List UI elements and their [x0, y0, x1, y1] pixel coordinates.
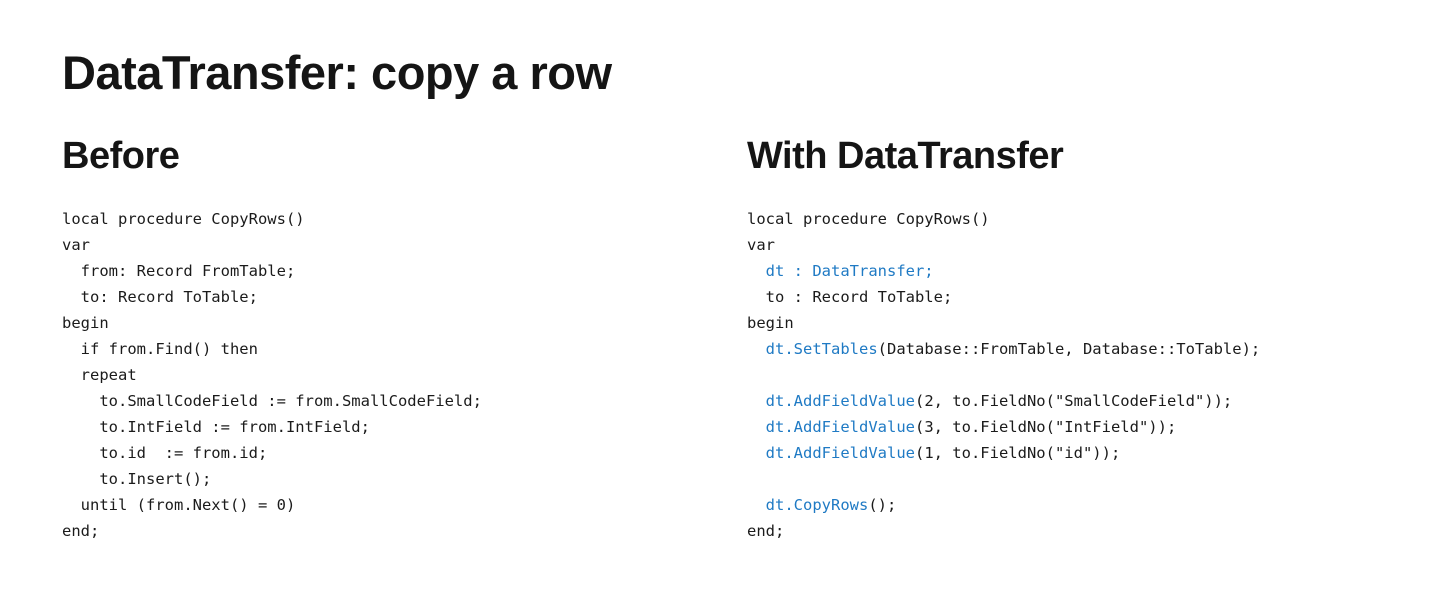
- code-line: to.Insert();: [62, 470, 212, 488]
- code-line: [747, 362, 1407, 388]
- code-line: if from.Find() then: [62, 340, 258, 358]
- slide-title: DataTransfer: copy a row: [62, 46, 612, 100]
- code-line: begin: [62, 314, 109, 332]
- code-line: to: Record ToTable;: [62, 288, 258, 306]
- code-line: to.id := from.id;: [62, 444, 268, 462]
- code-line: repeat: [62, 366, 137, 384]
- code-line: to.IntField := from.IntField;: [62, 418, 370, 436]
- code-line: dt : DataTransfer;: [765, 262, 934, 280]
- code-line: begin: [747, 314, 794, 332]
- code-line: var: [62, 236, 90, 254]
- code-line: local procedure CopyRows(): [747, 210, 990, 228]
- code-line: [747, 466, 1407, 492]
- code-line: to.SmallCodeField := from.SmallCodeField…: [62, 392, 482, 410]
- before-heading: Before: [62, 135, 180, 177]
- code-line: to : Record ToTable;: [747, 288, 953, 306]
- code-line: var: [747, 236, 775, 254]
- code-line: dt.AddFieldValue(3, to.FieldNo("IntField…: [765, 418, 1177, 436]
- before-code-block: local procedure CopyRows() var from: Reco…: [62, 206, 722, 544]
- code-line: until (from.Next() = 0): [62, 496, 296, 514]
- code-line: dt.SetTables(Database::FromTable, Databa…: [765, 340, 1261, 358]
- code-line: end;: [62, 522, 100, 540]
- code-line: dt.AddFieldValue(1, to.FieldNo("id"));: [765, 444, 1121, 462]
- before-column: Before local procedure CopyRows() var fro…: [62, 130, 722, 544]
- code-line: from: Record FromTable;: [62, 262, 296, 280]
- with-datatransfer-column: With DataTransfer local procedure CopyRo…: [747, 130, 1407, 544]
- with-datatransfer-heading: With DataTransfer: [747, 135, 1064, 177]
- code-line: dt.CopyRows();: [765, 496, 897, 514]
- code-line: end;: [747, 522, 785, 540]
- code-line: dt.AddFieldValue(2, to.FieldNo("SmallCod…: [765, 392, 1233, 410]
- code-line: local procedure CopyRows(): [62, 210, 305, 228]
- after-code-block: local procedure CopyRows() var dt : DataT…: [747, 206, 1407, 544]
